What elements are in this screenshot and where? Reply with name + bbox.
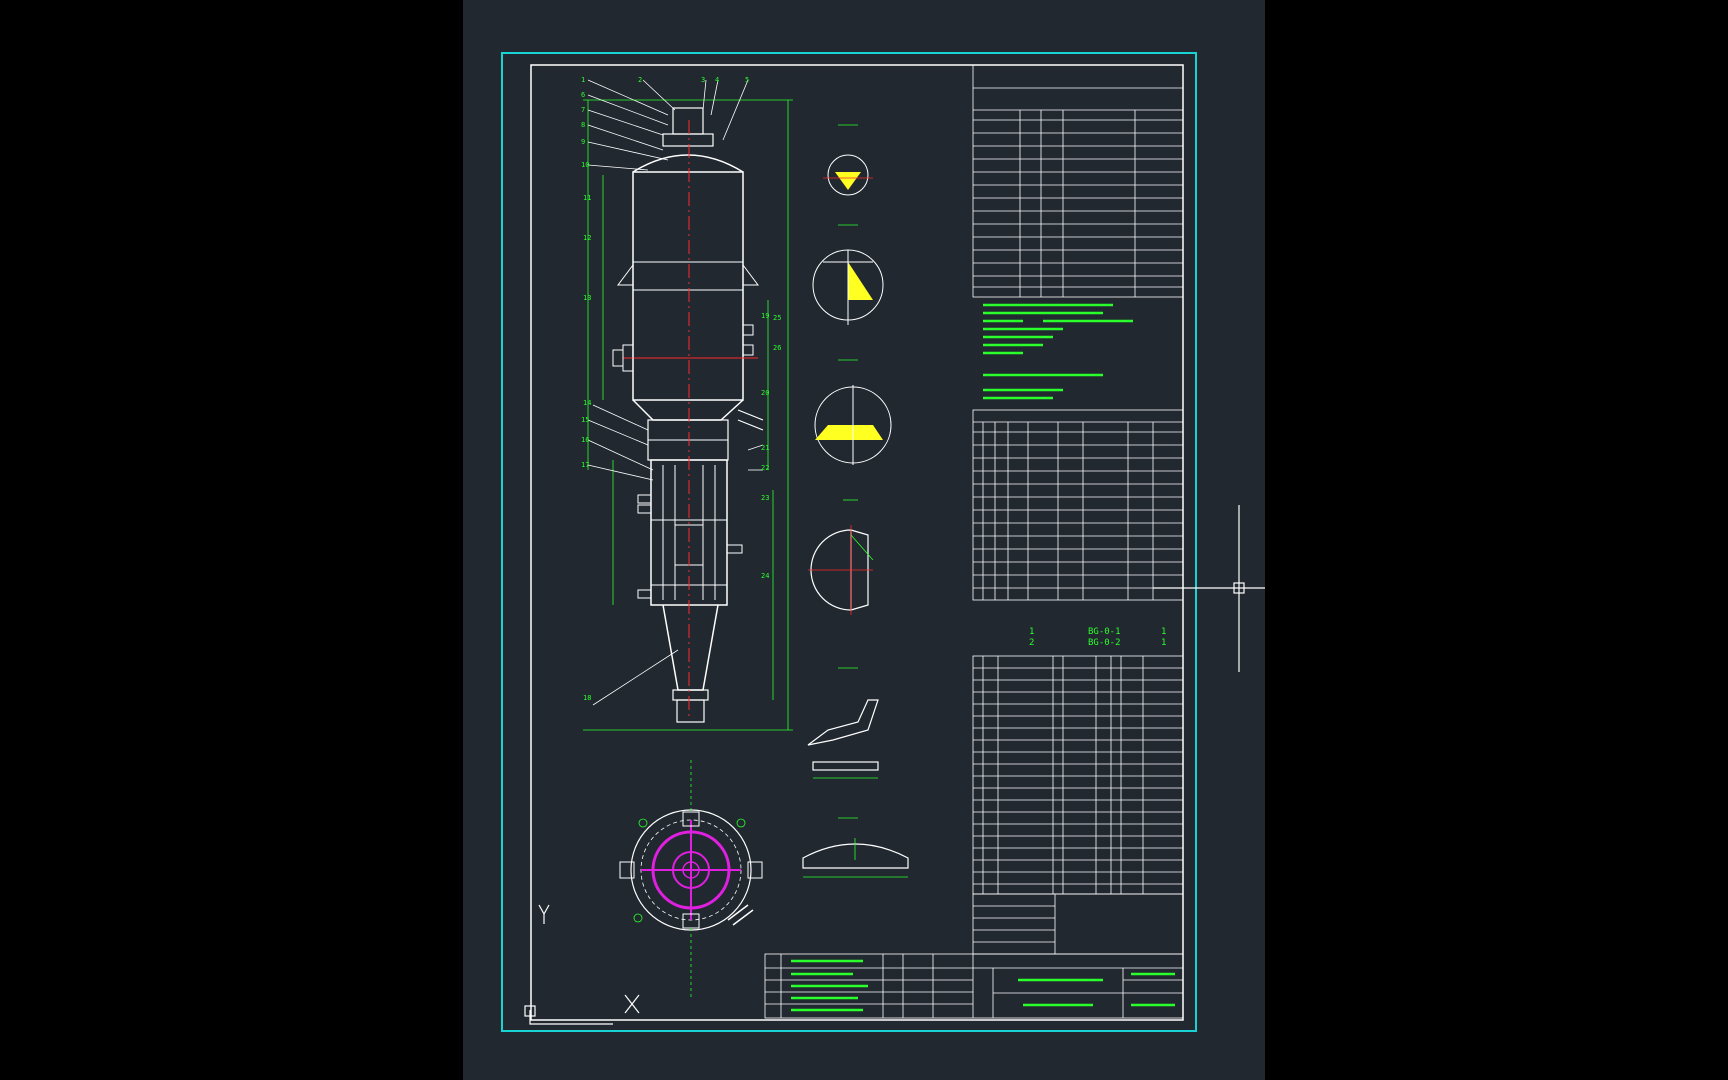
svg-text:26: 26 [773,344,781,352]
detail-view-b[interactable] [812,224,884,325]
bill-of-materials-table[interactable] [972,655,1184,895]
svg-text:10: 10 [581,161,589,169]
parts-note-code1: BG-0-1 [1088,627,1121,637]
sheet-outer-frame [501,52,1197,1032]
svg-text:17: 17 [581,461,589,469]
svg-text:18: 18 [583,694,591,702]
svg-text:16: 16 [581,436,589,444]
vessel-shell[interactable] [632,171,744,401]
vessel-dimensions [583,99,793,731]
svg-text:19: 19 [761,312,769,320]
parts-note-qty2: 1 [1161,638,1166,648]
detail-view-e[interactable] [807,667,879,779]
svg-text:20: 20 [761,389,769,397]
svg-text:8: 8 [581,121,585,129]
svg-text:15: 15 [581,416,589,424]
parts-note-qty1: 1 [1161,627,1166,637]
crosshair-cursor-icon [1153,505,1265,672]
detail-view-c[interactable] [814,359,892,465]
part-leader-callouts [587,79,764,706]
parts-note-line1: 1 [1029,627,1034,637]
design-data-table[interactable] [972,64,1184,298]
ucs-icon [524,904,640,1025]
svg-text:3: 3 [701,76,705,84]
detail-view-d[interactable] [808,499,874,615]
technical-notes [983,303,1133,400]
vessel-elevation-view[interactable] [612,107,764,723]
parts-note-code2: BG-0-2 [1088,638,1121,648]
vessel-plan-view[interactable] [619,760,763,1000]
svg-text:6: 6 [581,91,585,99]
svg-text:7: 7 [581,106,585,114]
svg-text:14: 14 [583,399,591,407]
svg-text:1: 1 [581,76,585,84]
title-block-text [791,959,1175,1012]
svg-text:4: 4 [715,76,719,84]
svg-text:25: 25 [773,314,781,322]
parts-list-notes: 1 BG-0-1 1 2 BG-0-2 1 [1029,627,1166,648]
svg-text:13: 13 [583,294,591,302]
nozzle-table[interactable] [972,409,1184,601]
svg-text:21: 21 [761,444,769,452]
svg-text:2: 2 [638,76,642,84]
svg-text:23: 23 [761,494,769,502]
parts-note-line2: 2 [1029,638,1034,648]
svg-text:5: 5 [745,76,749,84]
ucs-y-label: Y [532,899,533,901]
svg-text:12: 12 [583,234,591,242]
svg-text:11: 11 [583,194,591,202]
svg-text:22: 22 [761,464,769,472]
detail-view-a[interactable] [823,124,873,196]
revision-block[interactable] [972,893,1184,955]
ucs-x-label: X [643,1009,644,1011]
svg-text:9: 9 [581,138,585,146]
title-block[interactable] [764,953,1184,1019]
detail-view-f[interactable] [802,817,909,878]
svg-text:24: 24 [761,572,769,580]
